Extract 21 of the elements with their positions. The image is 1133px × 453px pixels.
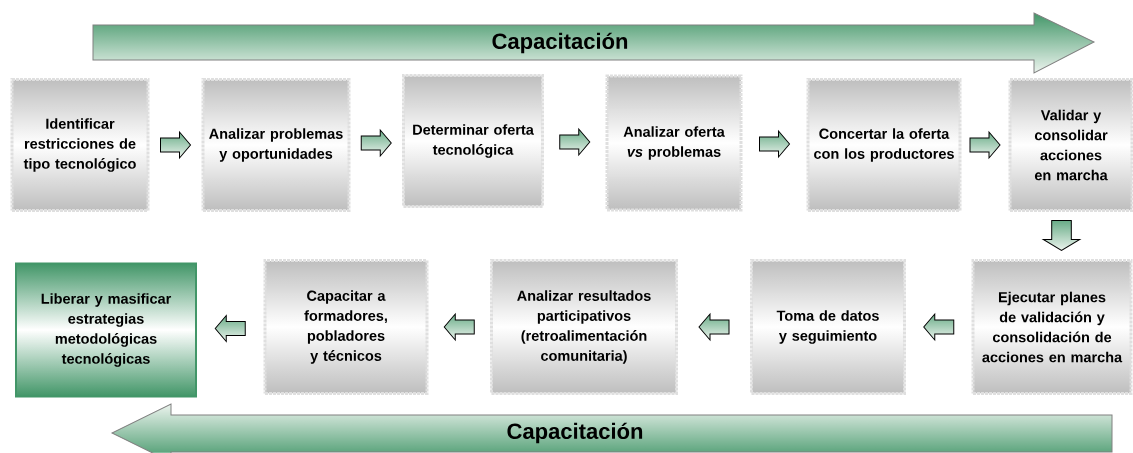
result-box: Liberar y masificar estrategias metodológicas tecnológicas xyxy=(15,262,197,398)
process-box: Analizar oferta vs problemas xyxy=(605,74,743,212)
block-arrow xyxy=(559,128,591,156)
process-box: Capacitar a formadores, pobladores y técnicos xyxy=(263,259,429,395)
block-arrow xyxy=(214,315,246,342)
process-box: Ejecutar planes de validación y consolidación de acciones en marcha xyxy=(971,259,1133,395)
process-box: Concertar la oferta con los productores xyxy=(806,78,962,212)
process-box: Identificar restricciones de tipo tecnológico xyxy=(10,78,150,212)
process-box: Determinar oferta tecnológica xyxy=(402,74,544,208)
process-box: Analizar problemas y oportunidades xyxy=(201,78,351,212)
block-arrow xyxy=(360,129,392,157)
process-box: Toma de datos y seguimiento xyxy=(750,259,906,395)
process-box: Validar y consolidar acciones en marcha xyxy=(1008,78,1133,212)
block-arrow xyxy=(443,313,475,341)
block-arrow xyxy=(1042,220,1081,251)
block-arrow xyxy=(698,313,730,341)
block-arrow xyxy=(160,131,191,159)
block-arrow xyxy=(969,131,1001,159)
block-arrow xyxy=(759,130,790,158)
block-arrow xyxy=(923,313,955,341)
process-box: Analizar resultados participativos (retroalimentación comunitaria) xyxy=(490,259,678,395)
